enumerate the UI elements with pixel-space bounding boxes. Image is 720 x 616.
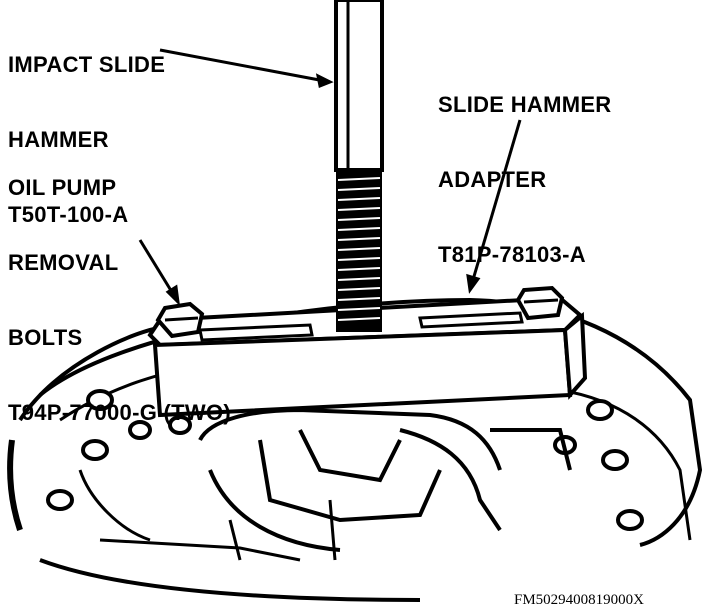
impact-slide-hammer-label: IMPACT SLIDE HAMMER T50T-100-A	[8, 2, 165, 252]
housing-bolt-holes	[46, 389, 644, 531]
oil-pump-body	[198, 407, 572, 561]
impact-slide-hammer-line2: HAMMER	[8, 127, 109, 152]
slide-hammer-adapter-line2: ADAPTER	[438, 167, 547, 192]
slide-hammer-adapter-line1: SLIDE HAMMER	[438, 92, 612, 117]
impact-slide-hammer-part-number: T50T-100-A	[8, 202, 129, 227]
leader-adapter	[468, 119, 522, 291]
oil-pump-bolts-line1: OIL PUMP	[8, 175, 117, 200]
oil-pump-bolts-line3: BOLTS	[8, 325, 83, 350]
oil-pump-bolts-part-number: T94P-77000-G (TWO)	[8, 400, 232, 425]
slide-hammer-adapter-label: SLIDE HAMMER ADAPTER T81P-78103-A	[438, 42, 612, 292]
impact-slide-hammer-shaft	[334, 0, 384, 332]
right-bolt-head	[515, 285, 565, 321]
slide-hammer-adapter-part-number: T81P-78103-A	[438, 242, 586, 267]
impact-slide-hammer-line1: IMPACT SLIDE	[8, 52, 166, 77]
figure-id: FM5029400819000X	[514, 592, 645, 608]
leader-hammer	[159, 48, 331, 84]
leader-lines	[138, 48, 522, 307]
oil-pump-removal-bolts	[155, 285, 565, 339]
oil-pump-bolts-line2: REMOVAL	[8, 250, 119, 275]
oil-pump-removal-bolts-label: OIL PUMP REMOVAL BOLTS T94P-77000-G (TWO…	[8, 125, 231, 450]
